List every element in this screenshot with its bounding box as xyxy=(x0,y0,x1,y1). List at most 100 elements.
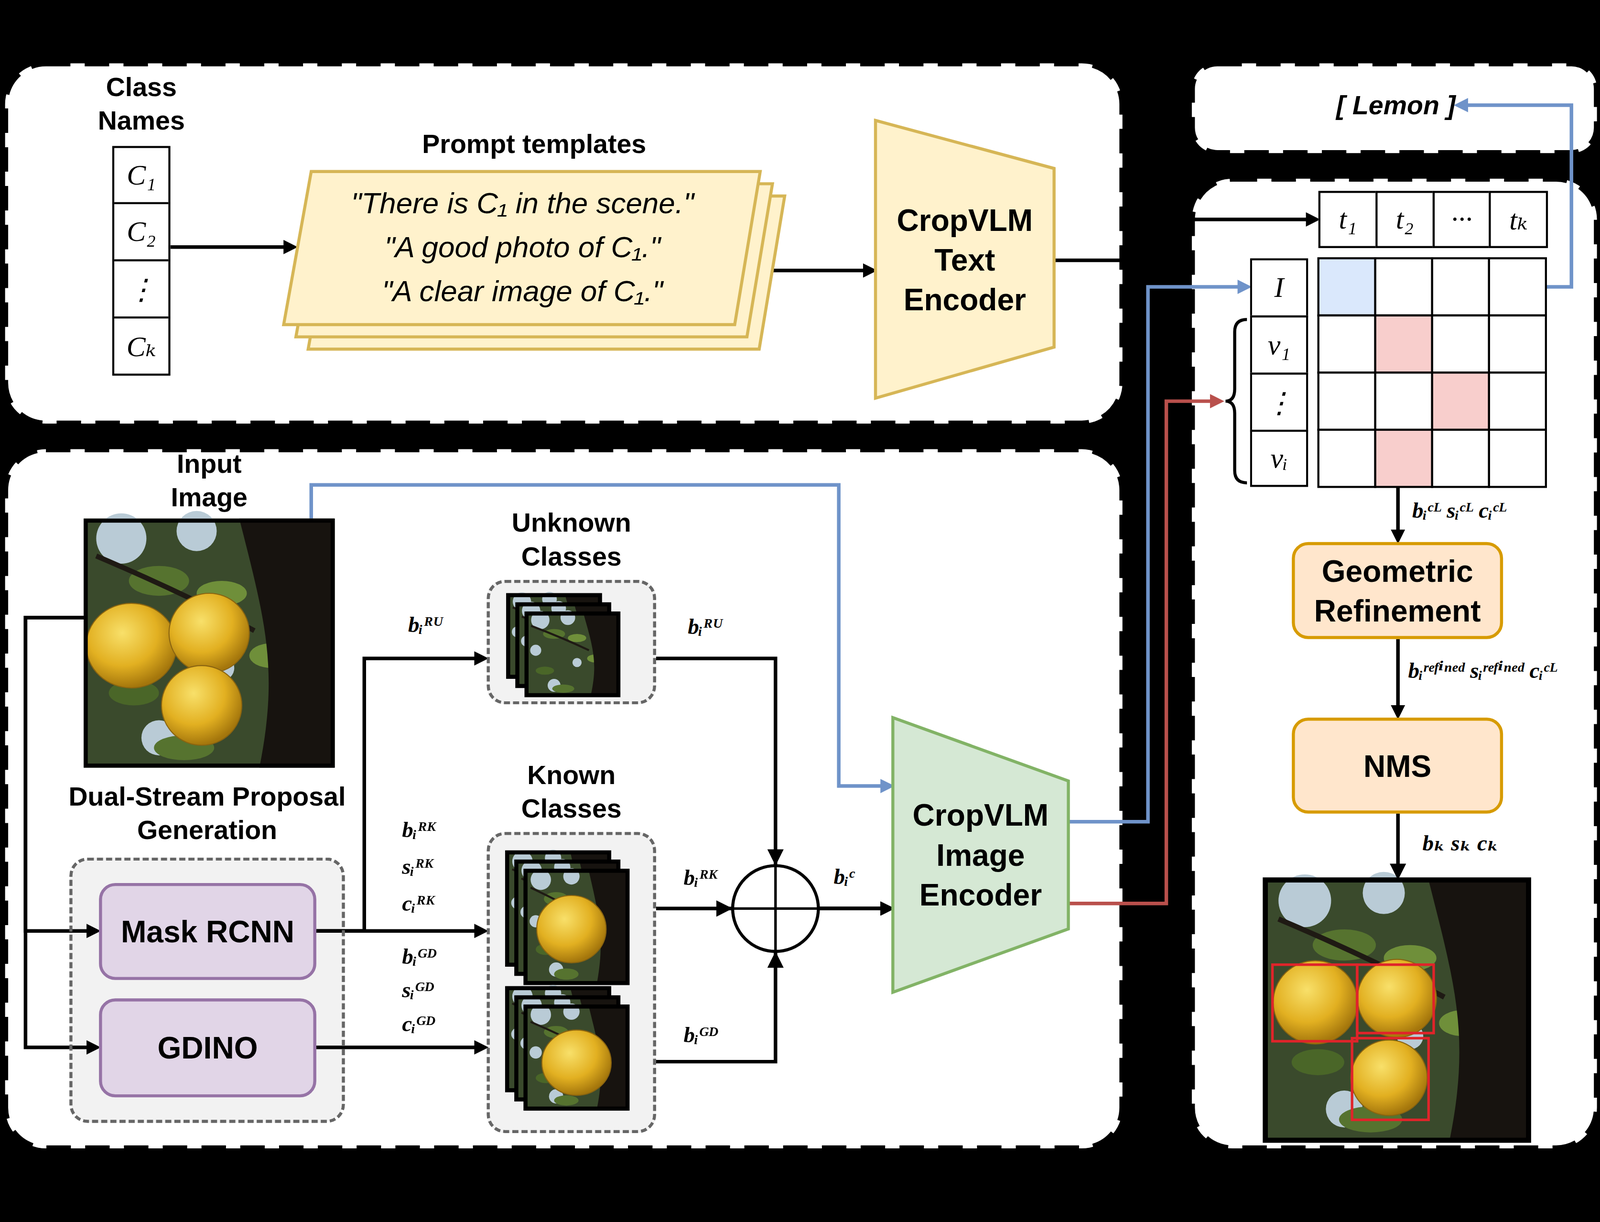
sky-patch xyxy=(176,510,217,552)
prompt-line: "There is C₁ in the scene." xyxy=(351,181,694,226)
prompt-stack: Prompt templates"There is C₁ in the scen… xyxy=(295,171,773,350)
box-label: Mask RCNN xyxy=(120,911,295,952)
group-fill xyxy=(486,831,656,1133)
heading: Dual-Stream Proposal Generation xyxy=(38,779,376,847)
text-embedding: t₁ xyxy=(1318,190,1378,249)
image-encoder: CropVLM Image Encoder xyxy=(892,717,1069,992)
box-label: Geometric Refinement xyxy=(1305,550,1490,631)
matrix-cell xyxy=(1432,372,1490,430)
cell-text: t₂ xyxy=(1395,203,1414,236)
tree-trunk xyxy=(239,518,336,768)
connector xyxy=(25,617,91,1048)
output-label: [ Lemon ] xyxy=(1336,88,1456,122)
detection-box xyxy=(1357,964,1434,1033)
matrix-cell xyxy=(1318,429,1376,487)
matrix-cell xyxy=(1375,372,1433,430)
box-label: NMS xyxy=(1363,745,1432,786)
panel xyxy=(5,448,1123,1148)
cell-text: C₁ xyxy=(126,158,156,192)
crop-group: Known Classes xyxy=(486,831,656,1133)
cell-text: C₂ xyxy=(126,215,156,249)
connector xyxy=(311,484,885,786)
photo-frame xyxy=(1265,879,1529,1140)
class-label: [ Lemon ] xyxy=(1336,88,1456,122)
edge-label: bᵢᴿᴷ sᵢᴿᴷ cᵢᴿᴷ xyxy=(400,810,452,922)
connector xyxy=(1068,400,1215,904)
cell-text: t₁ xyxy=(1339,203,1357,236)
lemon xyxy=(161,665,242,746)
edge-label: bᵢᴳᴰ sᵢᴳᴰ cᵢᴳᴰ xyxy=(400,938,452,1040)
math-label: bₖ sₖ cₖ xyxy=(1420,828,1501,858)
arrowhead xyxy=(716,899,733,917)
cell-text: ··· xyxy=(1450,203,1473,236)
heading: Input Image xyxy=(152,446,266,515)
row-label: I xyxy=(1250,258,1309,318)
leaf xyxy=(552,684,575,693)
group-fill xyxy=(69,857,346,1123)
sum-junction xyxy=(732,865,819,952)
edge-label: bᵢʳᵉᶠⁱⁿᵉᵈ sᵢʳᵉᶠⁱⁿᵉᵈ cᵢᶜᴸ xyxy=(1405,656,1559,685)
sky-patch xyxy=(96,513,147,564)
lemon xyxy=(536,895,606,963)
lemon xyxy=(1273,960,1358,1044)
connector xyxy=(1054,219,1311,260)
region-embedding-row: v₁ xyxy=(1222,315,1546,375)
photo-frame xyxy=(525,870,628,983)
edge-label: bᵢᶜᴸ sᵢᶜᴸ cᵢᶜᴸ xyxy=(1410,496,1509,525)
matrix-cell xyxy=(1432,429,1490,487)
detection-box xyxy=(1272,964,1358,1041)
connector xyxy=(772,268,868,272)
connector xyxy=(1395,486,1400,534)
heading: Class Names xyxy=(75,70,208,138)
crop-stack xyxy=(508,591,619,695)
matrix-cell xyxy=(1375,429,1433,487)
input-photo xyxy=(83,510,335,768)
table-cell: C₁ xyxy=(114,148,169,205)
prompt-line: "A clear image of C₁." xyxy=(381,269,663,314)
sky-patch xyxy=(529,644,541,656)
box-label: CropVLM Image Encoder xyxy=(898,794,1063,915)
edge-label: bᵢᴿᵁ xyxy=(685,612,725,641)
row-label: ⋮ xyxy=(1250,372,1309,432)
arrowhead xyxy=(1389,863,1406,880)
branch xyxy=(530,625,589,650)
detector-box: Mask RCNN xyxy=(98,882,317,980)
matrix-cell xyxy=(1489,429,1546,487)
region-embedding-row: vᵢ xyxy=(1222,429,1546,487)
arrow-line xyxy=(1395,813,1400,866)
heading: Known Classes xyxy=(489,757,654,826)
crop-group: Unknown Classes xyxy=(486,579,656,704)
crop-stack xyxy=(507,984,628,1108)
trapezoid-outline xyxy=(875,120,1055,399)
text-embedding: ··· xyxy=(1432,190,1492,249)
tree-trunk xyxy=(1428,879,1529,1140)
connector xyxy=(170,245,289,249)
table-cell: C₂ xyxy=(114,204,169,262)
detection-box xyxy=(1351,1037,1429,1120)
cell-text: tₖ xyxy=(1509,202,1528,237)
proposal-group: Dual-Stream Proposal GenerationMask RCNN… xyxy=(69,857,346,1123)
connector xyxy=(316,1045,479,1049)
connector xyxy=(1395,638,1400,710)
parallelogram xyxy=(283,171,761,325)
matrix-cell xyxy=(1489,315,1546,373)
process-box: NMS xyxy=(1291,717,1503,814)
leaf xyxy=(1291,1048,1345,1075)
detector-box: GDINO xyxy=(98,997,317,1097)
matrix-cell xyxy=(1318,258,1376,316)
sky-patch xyxy=(572,657,582,667)
brace xyxy=(1225,319,1247,483)
class-table: Class NamesC₁C₂⋮Cₖ xyxy=(112,145,171,376)
lemon xyxy=(169,593,250,673)
row-label: vᵢ xyxy=(1250,429,1309,487)
matrix-cell xyxy=(1318,315,1376,373)
matrix-cell xyxy=(1375,315,1433,373)
panel xyxy=(5,63,1123,424)
edge-label: bᵢᴿᴷ xyxy=(681,863,720,892)
input-image: Input Image xyxy=(83,518,335,768)
photo-frame xyxy=(526,613,619,695)
row-label: v₁ xyxy=(1250,315,1309,375)
connector xyxy=(1068,286,1243,822)
